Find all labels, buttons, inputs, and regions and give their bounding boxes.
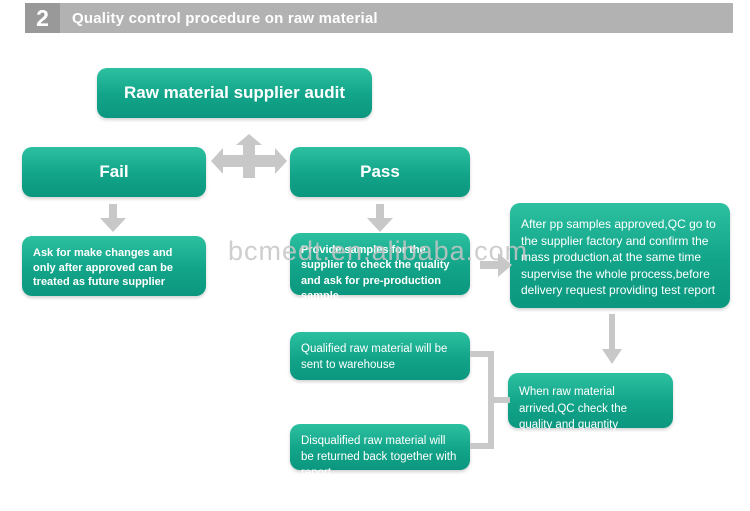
- down-arrow-icon: [100, 204, 126, 232]
- page-title: Quality control procedure on raw materia…: [60, 3, 733, 33]
- node-pp-samples-approved: After pp samples approved,QC go to the s…: [510, 203, 730, 308]
- down-arrow-icon: [367, 204, 393, 232]
- node-pass: Pass: [290, 147, 470, 197]
- node-raw-material-supplier-audit: Raw material supplier audit: [97, 68, 372, 118]
- node-ask-for-changes: Ask for make changes and only after appr…: [22, 236, 206, 296]
- node-fail: Fail: [22, 147, 206, 197]
- node-disqualified-returned: Disqualified raw material will be return…: [290, 424, 470, 479]
- connector-line: [470, 443, 494, 449]
- right-arrow-icon: [480, 253, 512, 277]
- node-qualified-to-warehouse: Qualified raw material will be sent to w…: [290, 332, 470, 380]
- node-raw-material-arrived: When raw material arrived,QC check the q…: [508, 373, 673, 431]
- three-way-arrow-icon: [211, 134, 287, 182]
- connector-line: [470, 351, 494, 357]
- node-provide-samples: Provide samples for the supplier to chec…: [290, 233, 470, 302]
- down-arrow-icon: [602, 314, 622, 364]
- section-number: 2: [25, 3, 60, 33]
- connector-line: [488, 397, 510, 403]
